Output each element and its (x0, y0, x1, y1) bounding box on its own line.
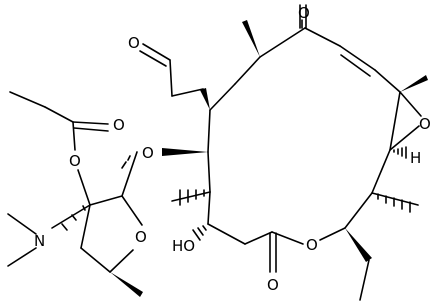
bond (259, 27, 306, 58)
bond (121, 151, 138, 197)
propionate-ether-oxygen-label: O (69, 152, 81, 170)
bond (72, 121, 109, 125)
wedge-bond (200, 88, 210, 110)
bond (344, 192, 373, 229)
bond (207, 151, 211, 193)
bond (374, 69, 401, 93)
propionate-carbonyl-oxygen-label: O (113, 116, 125, 134)
ester-carbonyl-oxygen-label: O (267, 276, 279, 294)
bond (89, 195, 123, 206)
bond (77, 169, 91, 206)
hydroxyl-label: HO (172, 237, 195, 255)
hash-bond (393, 146, 407, 159)
bond (73, 127, 109, 132)
bond (109, 249, 134, 273)
bond (244, 231, 273, 245)
macrolactone-ring (207, 19, 422, 273)
wedge-bond (242, 20, 260, 57)
bond (9, 91, 46, 108)
wedge-bond (110, 272, 143, 297)
bond (234, 56, 261, 85)
epoxide-hydrogen-label: H (410, 149, 421, 167)
hash-bond (377, 193, 411, 213)
epoxide-oxygen-label: O (419, 115, 431, 133)
bond (169, 59, 173, 97)
bond (80, 247, 111, 273)
bond (207, 223, 246, 245)
wedge-bond (400, 75, 428, 92)
bond (142, 43, 171, 61)
bond (399, 91, 422, 117)
bond (171, 191, 211, 202)
ring-substituents (139, 20, 428, 301)
bond (51, 204, 91, 229)
bond (80, 204, 91, 249)
sugar-ring-oxygen-label: O (135, 228, 147, 246)
bond (340, 54, 371, 77)
hash-bond (121, 155, 131, 169)
bond (7, 213, 37, 235)
bond (359, 259, 370, 301)
hash-bond (192, 225, 207, 241)
bond (7, 247, 37, 267)
amine-nitrogen-label: N (34, 232, 45, 250)
bond (171, 88, 204, 97)
bond (207, 191, 211, 225)
bond (271, 231, 304, 245)
bond (389, 125, 420, 151)
sugar-ring (7, 91, 143, 297)
bond (319, 227, 346, 241)
bond (339, 45, 376, 71)
wedge-bond (162, 148, 208, 156)
bond (209, 83, 236, 111)
bond (371, 192, 419, 206)
ketone-oxygen-label: O (298, 4, 310, 22)
atom-labels: O O O H O O O O O O N HO (34, 4, 431, 294)
bond (44, 106, 74, 123)
glycoside-oxygen-label: O (142, 144, 154, 162)
wedge-bond (345, 228, 372, 262)
aldehyde-oxygen-label: O (128, 34, 140, 52)
lactone-ring-oxygen-label: O (306, 236, 318, 254)
bond (72, 121, 76, 151)
bond (207, 109, 211, 153)
bond (389, 91, 401, 151)
bond (371, 149, 391, 194)
bond (121, 195, 143, 226)
ketone-carbonyl (299, 4, 307, 29)
bond (139, 50, 167, 67)
bond (304, 27, 341, 47)
